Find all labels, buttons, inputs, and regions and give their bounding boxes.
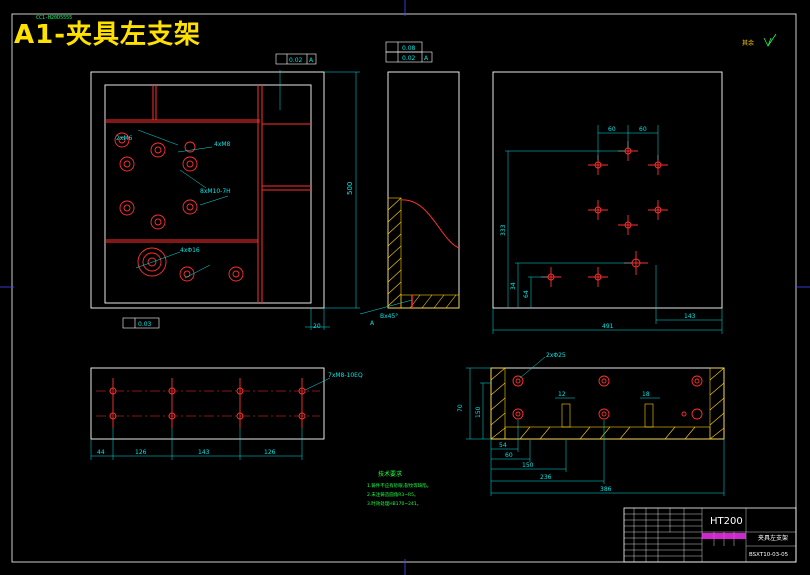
right-view: 60 60 333 34 64 491 143 [492,71,723,334]
section-dim-150: 150 [522,462,534,469]
side-tol-2: 0.02 [402,55,416,62]
bottom-holes [109,378,306,428]
section-dim-236: 236 [540,474,552,481]
front-dim-wall: 20 [313,323,321,330]
title-drawing-number: BSXT10-03-05 [749,552,789,558]
tech-line-2: 2.未注铸造圆角R3~R5。 [367,491,419,498]
right-dim-64: 64 [523,290,530,298]
right-dim-143: 143 [684,313,696,320]
section-dim-54: 54 [499,442,507,449]
annot-m6: 2xM6 [116,135,133,142]
side-tol-1: 0.08 [402,45,416,52]
side-tol-datum: A [424,55,429,62]
section-dim-70: 70 [457,404,464,412]
title-block: HT200 夹具左支架 BSXT10-03-05 [623,507,797,563]
annot-m8: 4xM8 [214,141,231,148]
title-part-name: 夹具左支架 [758,534,788,542]
section-holes [512,375,703,420]
title-material: HT200 [710,516,743,527]
front-dim-height: 500 [346,182,354,195]
side-annot-datum: A [370,320,375,327]
roughness-symbol [763,33,777,47]
bottom-dim-143: 143 [198,449,210,456]
front-tol-1: 0.02 [289,57,303,64]
bottom-annot: 7xM8-10EQ [328,372,363,379]
bottom-dim-126a: 126 [135,449,147,456]
section-dim-12: 12 [558,391,566,398]
right-dim-60a: 60 [608,126,616,133]
tech-requirements: 技术要求 1.铸件不应有砂眼,裂纹等缺陷。 2.未注铸造圆角R3~R5。 3.时… [367,470,431,507]
section-view: 70 150 12 18 54 60 150 236 386 2xΦ25 [457,352,725,496]
front-tol-datum: A [309,57,314,64]
section-dim-18: 18 [642,391,650,398]
right-holes [541,141,668,287]
right-dim-60b: 60 [639,126,647,133]
section-dim-386: 386 [600,486,612,493]
section-dim-60: 60 [505,452,513,459]
bottom-view: 44 126 143 126 7xM8-10EQ [90,367,363,460]
right-dim-333: 333 [500,224,507,236]
sheet-border [11,13,797,563]
right-dim-34: 34 [510,282,517,290]
bottom-dim-44: 44 [97,449,105,456]
front-view: 500 20 2xM6 4xM8 8xM10-7H 4xΦ16 0.02 A 0… [90,53,360,330]
right-dim-491: 491 [602,323,614,330]
front-holes [114,132,244,282]
bottom-dim-126b: 126 [264,449,276,456]
section-dim-150v: 150 [475,406,482,418]
side-view: 0.08 0.02 A Bx45° A [359,41,460,327]
side-annot-chamfer: Bx45° [380,313,398,320]
annot-m10: 8xM10-7H [200,188,231,195]
section-annot: 2xΦ25 [546,352,566,359]
front-tol-2: 0.03 [138,321,152,328]
tech-line-1: 1.铸件不应有砂眼,裂纹等缺陷。 [367,482,431,489]
roughness-note: 其余 [742,39,754,47]
annot-phi16: 4xΦ16 [180,247,200,254]
tech-heading: 技术要求 [378,470,402,478]
tech-line-3: 3.时效处理HB170~241。 [367,500,421,507]
